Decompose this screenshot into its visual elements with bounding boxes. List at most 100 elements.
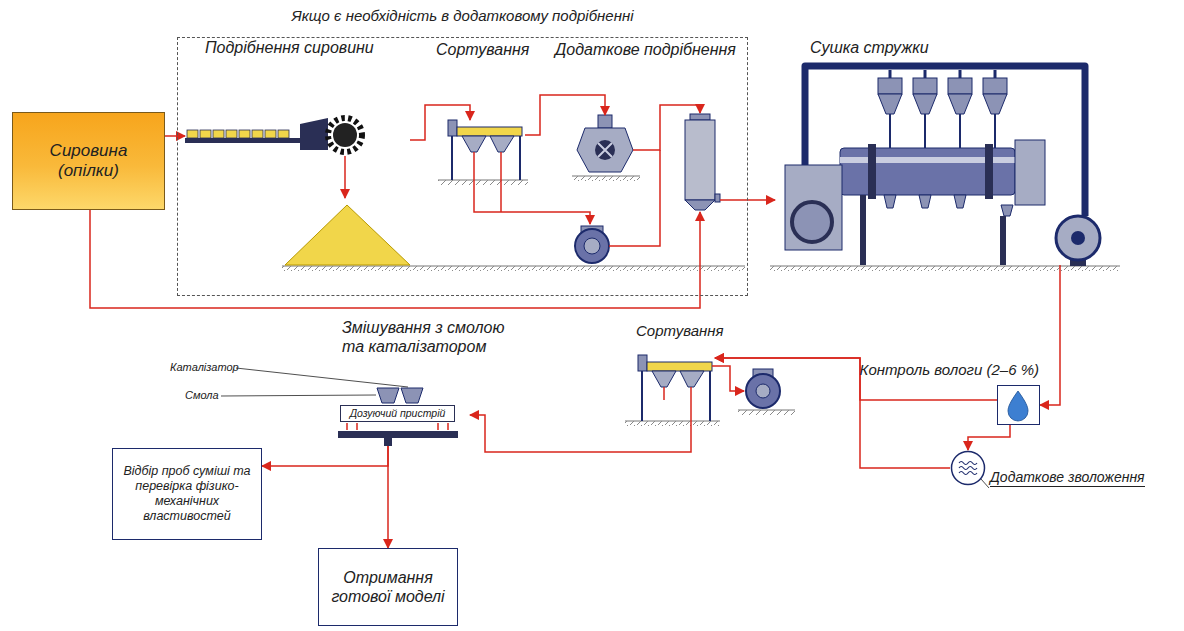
plate-support xyxy=(384,438,392,446)
drum-head xyxy=(1015,140,1045,205)
regrinding-unit: Додаткове подрібнення xyxy=(570,115,720,212)
ground-hatch xyxy=(572,176,640,181)
cyclone-pipe xyxy=(924,70,927,78)
flow-arrow xyxy=(470,415,691,452)
flow-arrow xyxy=(525,95,605,135)
furnace-door xyxy=(792,202,832,242)
ground-hatch xyxy=(282,266,745,271)
flow-line xyxy=(474,152,590,224)
equipment-caption: Сортування xyxy=(636,322,724,340)
sorting-unit: Сортування xyxy=(440,120,525,180)
exhaust-fan xyxy=(1056,216,1100,260)
water-wave xyxy=(959,462,977,465)
fan-hub xyxy=(584,238,600,254)
mill-illustration xyxy=(577,105,700,172)
equipment-caption: Додаткове подрібнення xyxy=(555,40,736,59)
leader-line xyxy=(221,395,376,396)
equipment-caption: Подрібнення сировини xyxy=(205,38,374,57)
sorter-leg xyxy=(641,371,643,421)
mixer-illustration xyxy=(221,368,458,446)
chip-dryer: Сушка стружки xyxy=(775,60,1100,265)
cyclone-body xyxy=(878,78,902,94)
sampling-box: Відбір проб суміші та перевірка фізико-м… xyxy=(112,448,262,540)
sorter-funnel xyxy=(680,371,704,387)
crusher-housing xyxy=(300,118,328,150)
equipment-caption: Змішування з смолою та каталізатором xyxy=(342,318,527,356)
flow-arrow xyxy=(1040,265,1060,405)
label-anchor: Каталізатор xyxy=(170,361,239,374)
sorter-trough xyxy=(457,127,522,136)
ground-hatching xyxy=(282,176,1120,426)
mixing-plate xyxy=(338,431,458,438)
equipment-caption: Сортування xyxy=(436,40,529,59)
mill-rotor xyxy=(595,140,615,160)
resin-hopper xyxy=(377,388,399,403)
leader-line xyxy=(236,368,408,387)
bin-cap xyxy=(690,114,710,120)
callout-label: Каталізатор xyxy=(170,361,239,374)
callout-label: Смола xyxy=(185,389,219,402)
fan-body xyxy=(746,374,780,408)
flow-arrow xyxy=(410,105,470,140)
ground-hatch xyxy=(438,180,528,185)
mixing-unit: Змішування з смолою та каталізаторомДозу… xyxy=(330,380,470,446)
bin-illustration xyxy=(685,114,720,210)
box-text: Відбір проб суміші та перевірка фізико-м… xyxy=(113,463,261,525)
water-drop xyxy=(1008,391,1028,421)
sawdust-portion xyxy=(187,130,198,138)
cyclone-pipe xyxy=(924,114,926,148)
optional-grinding-region: Якщо є необхідність в додатковому подріб… xyxy=(177,37,748,296)
dosing-device-box: Дозуючий пристрій xyxy=(340,405,455,422)
ground-hatch xyxy=(738,410,795,415)
cyclone-pipe xyxy=(889,114,891,148)
cyclone-cone xyxy=(948,94,972,114)
sawdust-portion xyxy=(265,130,276,138)
exhaust-fan-hub xyxy=(1071,231,1085,245)
cyclone-cone xyxy=(913,94,937,114)
moisture-control-box: Контроль вологи (2–6 %) xyxy=(997,385,1040,425)
crusher-teeth xyxy=(328,118,362,152)
flow-arrow xyxy=(165,135,185,137)
drum-tyre xyxy=(868,144,876,199)
sawdust-portion xyxy=(200,130,211,138)
flow-line xyxy=(690,387,692,420)
fan-body xyxy=(575,229,609,263)
sawdust-portion xyxy=(278,130,289,138)
mill-body xyxy=(577,128,633,172)
drum-outlet xyxy=(919,195,931,208)
chipper-conveyor xyxy=(185,118,410,265)
cyclone-body xyxy=(948,78,972,94)
cyclone-pipe xyxy=(994,114,996,148)
sawdust-portion xyxy=(213,130,224,138)
water-wave xyxy=(959,467,977,470)
furnace-box xyxy=(785,165,842,250)
sorter-upright xyxy=(638,355,647,371)
ground-hatch xyxy=(625,421,720,426)
humidifier-circle: Додаткове зволоження xyxy=(950,450,986,486)
leader-line xyxy=(981,479,989,488)
final-product-box: Отримання готової моделі xyxy=(318,548,458,626)
bin-cone xyxy=(685,200,715,210)
sorter-illustration xyxy=(638,355,780,421)
sawdust-portion xyxy=(239,130,250,138)
chip-pile xyxy=(285,205,410,265)
box-text: Дозуючий пристрій xyxy=(347,406,449,421)
sorter-funnel xyxy=(652,371,676,387)
sorter-illustration xyxy=(448,120,590,224)
crusher-rotor xyxy=(333,123,357,147)
label-anchor: Смола xyxy=(185,389,219,402)
mill-chute xyxy=(598,115,612,128)
box-text: Отримання готової моделі xyxy=(319,567,457,607)
flow-line xyxy=(712,366,744,391)
cyclone-pipe xyxy=(959,114,961,148)
fan-hub xyxy=(756,384,770,398)
drum-support xyxy=(1000,216,1006,265)
equipment-caption: Якщо є необхідність в додатковому подріб… xyxy=(291,7,633,25)
sorter-upright xyxy=(448,120,457,136)
box-text: Сировина (опілки) xyxy=(13,140,164,183)
dosing-flow xyxy=(347,423,448,430)
sorter-trough xyxy=(647,362,712,371)
grinding-unit: Подрібнення сировини xyxy=(185,118,410,266)
drum-outlet xyxy=(884,195,896,208)
cyclone-cone xyxy=(983,94,1007,114)
